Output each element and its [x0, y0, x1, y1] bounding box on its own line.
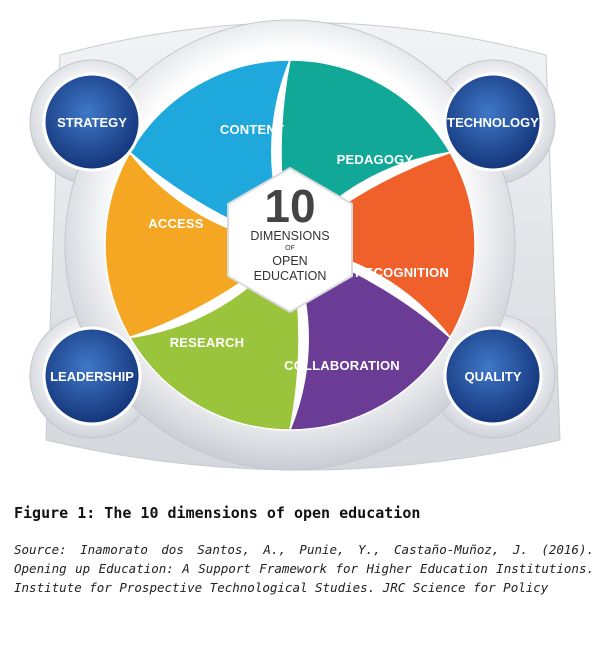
segment-label-collaboration: COLLABORATION [284, 358, 400, 373]
corner-circle-quality [443, 326, 543, 426]
figure-source: Source: Inamorato dos Santos, A., Punie,… [14, 542, 594, 595]
center-line-of: OF [285, 245, 295, 252]
center-hexagon [227, 166, 353, 314]
corner-label-leadership: LEADERSHIP [50, 369, 134, 384]
figure-caption: Figure 1: The 10 dimensions of open educ… [14, 504, 421, 522]
center-number: 10 [264, 180, 315, 232]
corner-label-quality: QUALITY [464, 369, 521, 384]
segment-label-pedagogy: PEDAGOGY [337, 152, 414, 167]
corner-label-strategy: STRATEGY [57, 115, 127, 130]
segment-collaboration [288, 243, 452, 431]
corner-label-technology: TECHNOLOGY [447, 115, 539, 130]
segment-label-content: CONTENT [220, 122, 284, 137]
open-education-diagram: 10 DIMENSIONS OF OPEN EDUCATION CONTENT … [29, 19, 561, 471]
corner-circle-leadership [42, 326, 142, 426]
center-line-dimensions: DIMENSIONS [250, 229, 329, 243]
corner-circle-technology [443, 72, 543, 172]
segment-recognition [288, 151, 476, 339]
segment-label-access: ACCESS [148, 216, 204, 231]
center-line-education: EDUCATION [254, 269, 327, 283]
segment-access [104, 151, 292, 339]
center-line-open: OPEN [272, 254, 307, 268]
corner-circle-strategy [42, 72, 142, 172]
segment-label-research: RESEARCH [170, 335, 245, 350]
segment-label-recognition: RECOGNITION [355, 265, 449, 280]
